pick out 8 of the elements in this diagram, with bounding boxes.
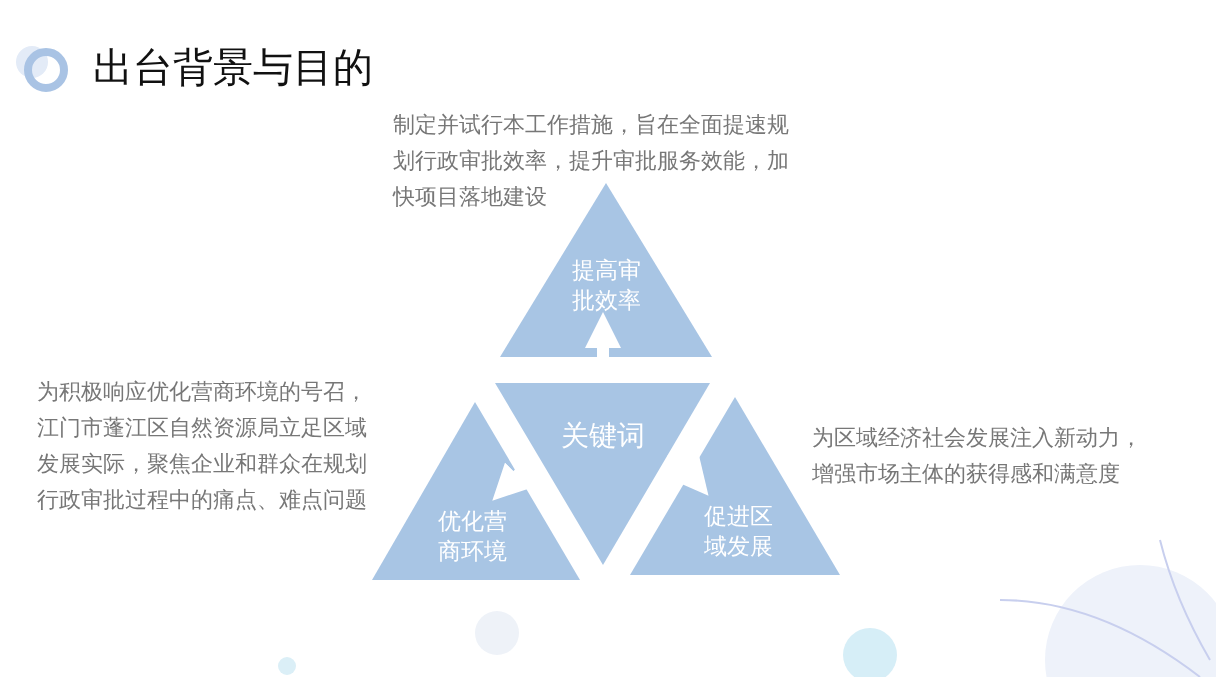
node-label: 优化营商环境	[436, 507, 508, 566]
description-text: 为区域经济社会发展注入新动力，增强市场主体的获得感和满意度	[812, 424, 1143, 488]
description-text: 制定并试行本工作措施，旨在全面提速规划行政审批效率，提升审批服务效能，加快项目落地建设	[393, 111, 790, 211]
node-label: 促进区域发展	[702, 502, 774, 561]
node-label: 关键词	[559, 421, 646, 451]
title: 出台背景与目的	[93, 44, 373, 91]
node-label: 提高审批效率	[570, 256, 642, 315]
description-text: 为积极响应优化营商环境的号召，江门市蓬江区自然资源局立足区域发展实际，聚焦企业和群众在规划行政审批过程中的痛点、难点问题	[37, 378, 368, 514]
